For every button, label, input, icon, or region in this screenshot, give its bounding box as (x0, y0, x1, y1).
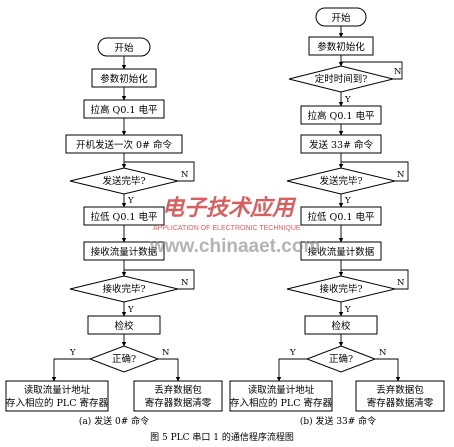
flow-b-store-box (229, 380, 333, 412)
flow-b-start-label: 开始 (331, 12, 351, 24)
figure-caption: 图 5 PLC 串口 1 的通信程序流程图 (150, 431, 294, 443)
flow-a-start-label: 开始 (114, 42, 134, 54)
flow-a-recv-done-n: N (181, 278, 189, 288)
flow-a-check-label: 检校 (114, 320, 134, 332)
flow-b-correct-y: Y (289, 348, 296, 358)
flow-b-discard-line1: 丢弃数据包 (376, 384, 424, 396)
flow-b-lower-label: 拉低 Q0.1 电平 (308, 211, 375, 223)
flow-b-init-label: 参数初始化 (317, 41, 365, 53)
watermark-brand-en: APPLICATION OF ELECTRONIC TECHNIQUE (153, 225, 301, 232)
flow-a-caption: (a) 发送 0# 命令 (79, 415, 149, 427)
flow-a-lower-label: 拉低 Q0.1 电平 (91, 211, 158, 223)
flow-b-send-label: 发送 33# 命令 (309, 139, 374, 151)
flow-b-recv-label: 接收流量计数据 (308, 246, 375, 258)
flow-b-recv-done-label: 接收完毕? (319, 283, 362, 295)
flow-a-send-label: 开机发送一次 0# 命令 (76, 139, 173, 151)
flow-b-send-done-n: N (397, 170, 405, 180)
flow-a-correct-diamond (88, 345, 160, 373)
flow-a-correct-n: N (162, 348, 170, 358)
watermark: 电子技术应用 APPLICATION OF ELECTRONIC TECHNIQ… (149, 195, 320, 257)
watermark-site: www.chinaaet.com (149, 236, 320, 257)
flow-a: 开始 参数初始化 拉高 Q0.1 电平 开机发送一次 0# 命令 发送完毕? N… (5, 37, 223, 427)
flow-a-init-label: 参数初始化 (100, 73, 148, 85)
flow-a-discard-line2: 寄存器数据清零 (145, 397, 212, 409)
flow-b-discard-box (355, 380, 445, 412)
flow-b-timer-n: N (394, 67, 402, 77)
flow-b-send-done-y: Y (344, 196, 351, 206)
flow-b-store-line2: 存入相应的 PLC 寄存器 (230, 397, 333, 409)
flow-b-store-line1: 读取流量计地址 (248, 384, 315, 396)
flow-b-recv-done-n: N (397, 278, 405, 288)
watermark-brand-cn: 电子技术应用 (162, 195, 297, 220)
flow-a-correct-y: Y (69, 348, 76, 358)
flow-b-timer-y: Y (344, 95, 351, 105)
flow-a-correct-label: 正确? (112, 353, 136, 365)
flow-b-correct-diamond (305, 345, 377, 373)
flow-a-discard-box (133, 380, 223, 412)
flow-b-send-done-label: 发送完毕? (319, 175, 362, 187)
flow-a-send-done-y: Y (127, 196, 134, 206)
flow-b-discard-line2: 寄存器数据清零 (367, 397, 434, 409)
flow-a-recv-done-y: Y (127, 305, 134, 315)
flow-a-send-done-n: N (181, 170, 189, 180)
flow-b-timer-label: 定时时间到? (315, 73, 368, 85)
flow-b-check-label: 检校 (331, 320, 351, 332)
flow-a-send-done-label: 发送完毕? (102, 175, 145, 187)
flow-a-discard-line1: 丢弃数据包 (154, 384, 202, 396)
flow-a-recv-done-label: 接收完毕? (102, 283, 145, 295)
flow-b-recv-done-y: Y (344, 305, 351, 315)
flow-b-raise-label: 拉高 Q0.1 电平 (308, 110, 375, 122)
flow-a-store-line1: 读取流量计地址 (24, 384, 91, 396)
flow-b-correct-label: 正确? (329, 353, 353, 365)
flow-b-caption: (b) 发送 33# 命令 (300, 415, 376, 427)
flow-a-recv-label: 接收流量计数据 (91, 246, 158, 258)
flow-a-store-box (5, 380, 109, 412)
flow-b-correct-n: N (379, 348, 387, 358)
flow-b: 开始 参数初始化 定时时间到? N Y 拉高 Q0.1 电平 发送 33# 命令… (229, 7, 445, 427)
flow-a-raise-label: 拉高 Q0.1 电平 (91, 104, 158, 116)
flow-a-store-line2: 存入相应的 PLC 寄存器 (6, 397, 109, 409)
